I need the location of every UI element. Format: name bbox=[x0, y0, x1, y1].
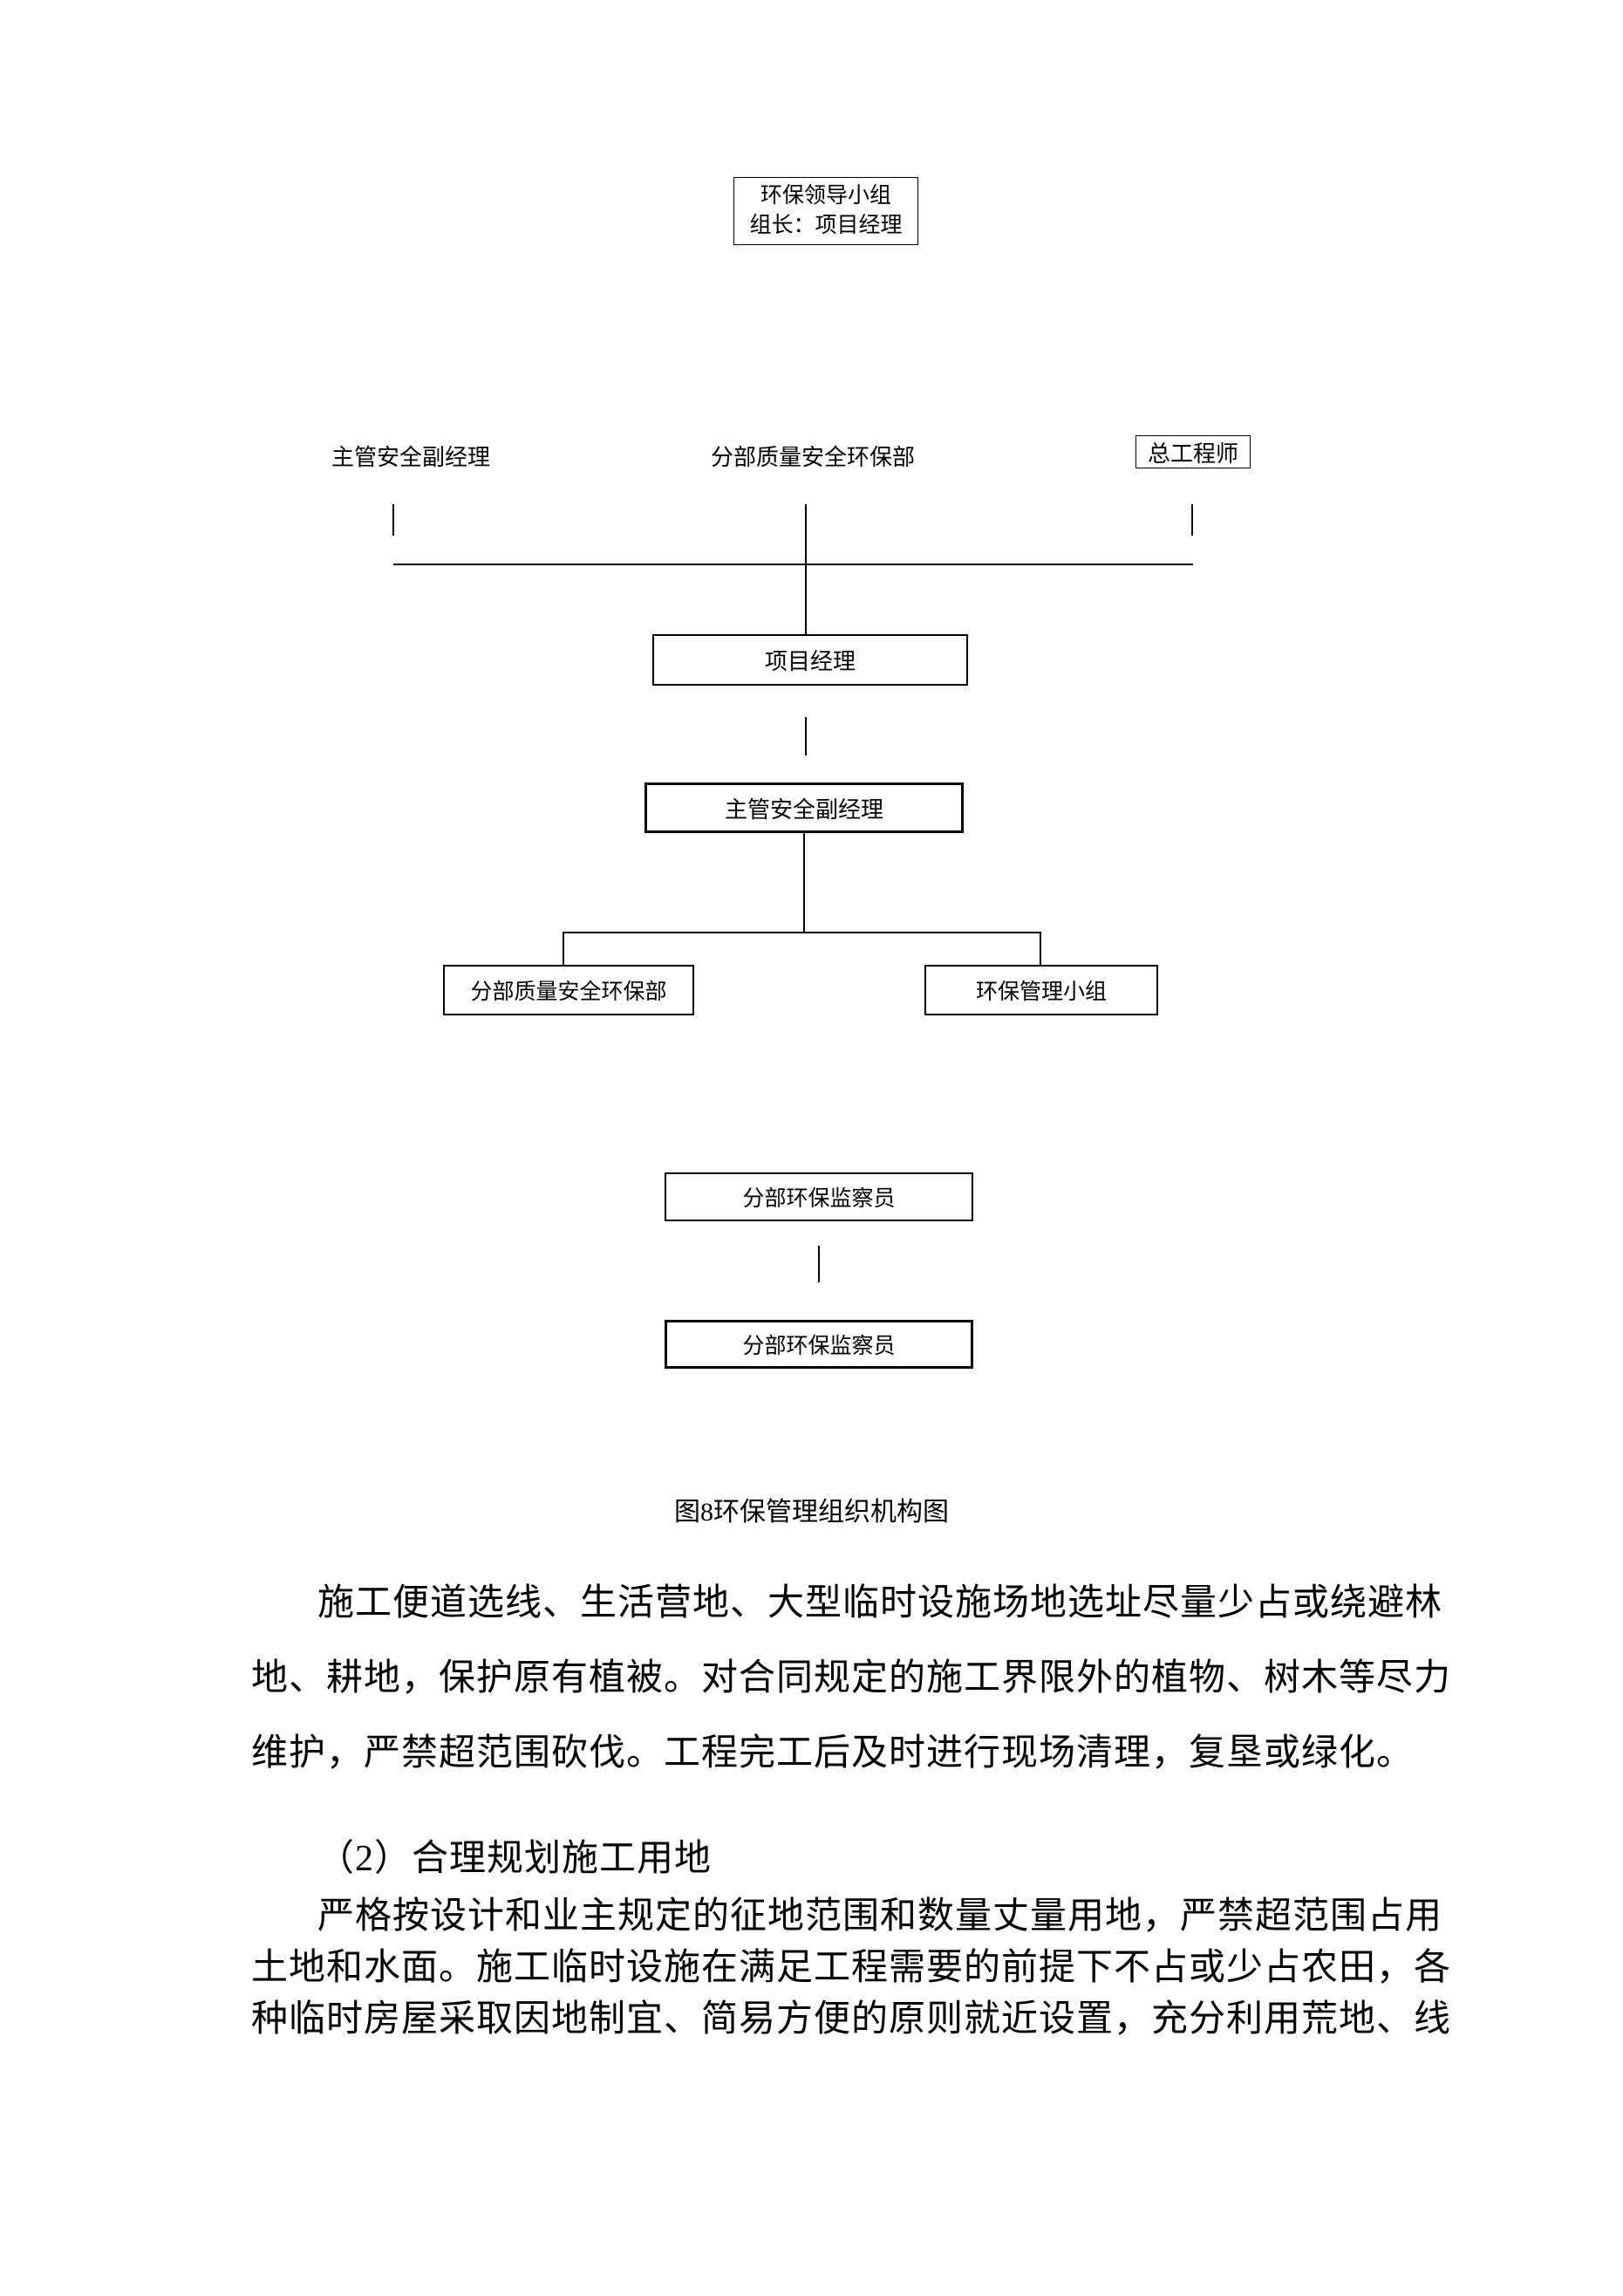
org-box-env-inspector-1-label: 分部环保监察员 bbox=[742, 1187, 896, 1211]
connector-line bbox=[805, 504, 807, 634]
org-box-project-manager-label: 项目经理 bbox=[764, 649, 856, 674]
connector-line bbox=[393, 564, 1193, 565]
connector-line bbox=[803, 833, 805, 933]
org-box-env-leading-group-leader: 组长：项目经理 bbox=[749, 214, 903, 237]
org-box-env-inspector-2-label: 分部环保监察员 bbox=[742, 1335, 896, 1358]
paragraph-2-line-2: 土地和水面。施工临时设施在满足工程需要的前提下不占或少占农田，各 bbox=[251, 1948, 1452, 1988]
org-box-env-inspector-2: 分部环保监察员 bbox=[665, 1320, 973, 1369]
connector-line bbox=[1040, 932, 1041, 967]
connector-line bbox=[563, 932, 1041, 933]
connector-line bbox=[392, 504, 394, 536]
org-box-env-leading-group-title: 环保领导小组 bbox=[760, 184, 891, 208]
paragraph-1-line-1: 施工便道选线、生活营地、大型临时设施场地选址尽量少占或绕避林 bbox=[317, 1583, 1443, 1623]
paragraph-2: 严格按设计和业主规定的征地范围和数量丈量用地，严禁超范围占用 土地和水面。施工临… bbox=[251, 1891, 1472, 2046]
paragraph-2-line-3: 种临时房屋采取因地制宜、简易方便的原则就近设置，充分利用荒地、线 bbox=[251, 1999, 1452, 2040]
org-box-env-mgmt-group: 环保管理小组 bbox=[924, 965, 1158, 1015]
figure-caption: 图8环保管理组织机构图 bbox=[674, 1498, 949, 1527]
paragraph-1-line-3: 维护，严禁超范围砍伐。工程完工后及时进行现场清理，复垦或绿化。 bbox=[251, 1733, 1415, 1773]
connector-line bbox=[818, 1246, 820, 1282]
org-box-quality-env-dept-label: 分部质量安全环保部 bbox=[470, 981, 667, 1004]
connector-line bbox=[805, 717, 807, 755]
label-quality-env-dept: 分部质量安全环保部 bbox=[711, 445, 916, 470]
paragraph-2-line-1: 严格按设计和业主规定的征地范围和数量丈量用地，严禁超范围占用 bbox=[317, 1896, 1443, 1937]
org-box-chief-engineer: 总工程师 bbox=[1135, 435, 1251, 468]
paragraph-1-line-2: 地、耕地，保护原有植被。对合同规定的施工界限外的植物、树木等尽力 bbox=[251, 1658, 1452, 1698]
connector-line bbox=[1191, 504, 1193, 536]
subsection-heading: （2）合理规划施工用地 bbox=[317, 1839, 713, 1879]
label-safety-deputy-manager: 主管安全副经理 bbox=[331, 445, 491, 470]
paragraph-1: 施工便道选线、生活营地、大型临时设施场地选址尽量少占或绕避林 地、耕地，保护原有… bbox=[251, 1566, 1472, 1791]
org-box-safety-deputy-manager-label: 主管安全副经理 bbox=[724, 796, 883, 823]
org-box-safety-deputy-manager: 主管安全副经理 bbox=[644, 782, 964, 833]
org-box-project-manager: 项目经理 bbox=[652, 634, 968, 686]
connector-line bbox=[563, 932, 564, 967]
org-box-env-inspector-1: 分部环保监察员 bbox=[665, 1172, 973, 1221]
org-box-chief-engineer-label: 总工程师 bbox=[1147, 441, 1238, 467]
org-box-env-mgmt-group-label: 环保管理小组 bbox=[975, 981, 1107, 1004]
org-box-env-leading-group: 环保领导小组 组长：项目经理 bbox=[733, 177, 918, 245]
org-box-quality-env-dept: 分部质量安全环保部 bbox=[443, 965, 694, 1015]
